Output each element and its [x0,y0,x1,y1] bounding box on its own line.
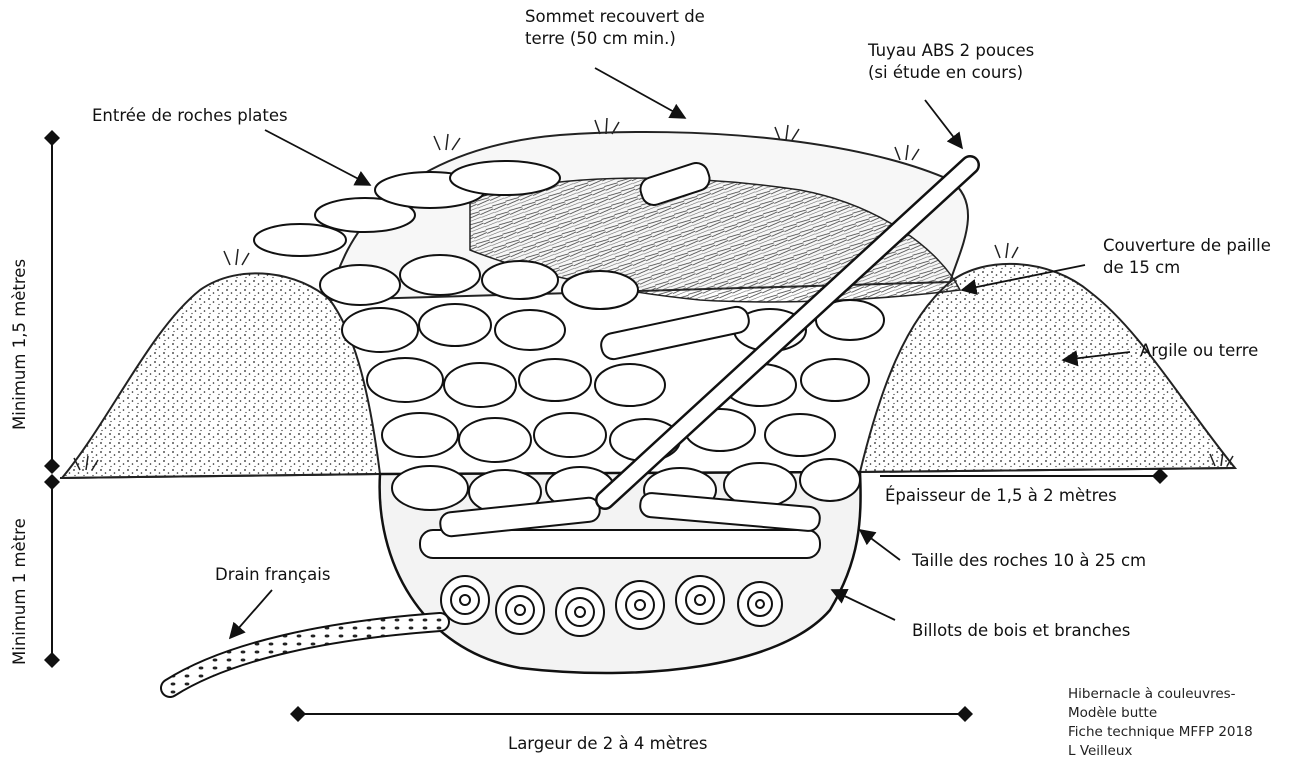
label-thickness: Épaisseur de 1,5 à 2 mètres [885,485,1117,507]
label-depth-below: Minimum 1 mètre [10,518,29,665]
arrow-pipe [925,100,962,148]
arrow-drain [230,590,272,638]
arrow-rock-size [860,530,900,560]
label-top-covered: Sommet recouvert de terre (50 cm min.) [525,6,705,50]
arrow-logs [832,590,895,620]
label-drain: Drain français [215,564,330,586]
arrow-top [595,68,685,118]
label-clay: Argile ou terre [1140,340,1258,362]
label-pipe: Tuyau ABS 2 pouces (si étude en cours) [868,40,1034,84]
label-height-above: Minimum 1,5 mètres [10,259,29,430]
label-rock-size: Taille des roches 10 à 25 cm [912,550,1146,572]
label-logs: Billots de bois et branches [912,620,1130,642]
label-straw: Couverture de paille de 15 cm [1103,235,1271,279]
french-drain [170,622,440,688]
label-width: Largeur de 2 à 4 mètres [508,733,707,755]
left-clay-mound [62,273,380,478]
arrow-entrance [265,130,370,185]
credit-block: Hibernacle à couleuvres- Modèle butte Fi… [1068,685,1253,761]
label-entrance: Entrée de roches plates [92,105,288,127]
